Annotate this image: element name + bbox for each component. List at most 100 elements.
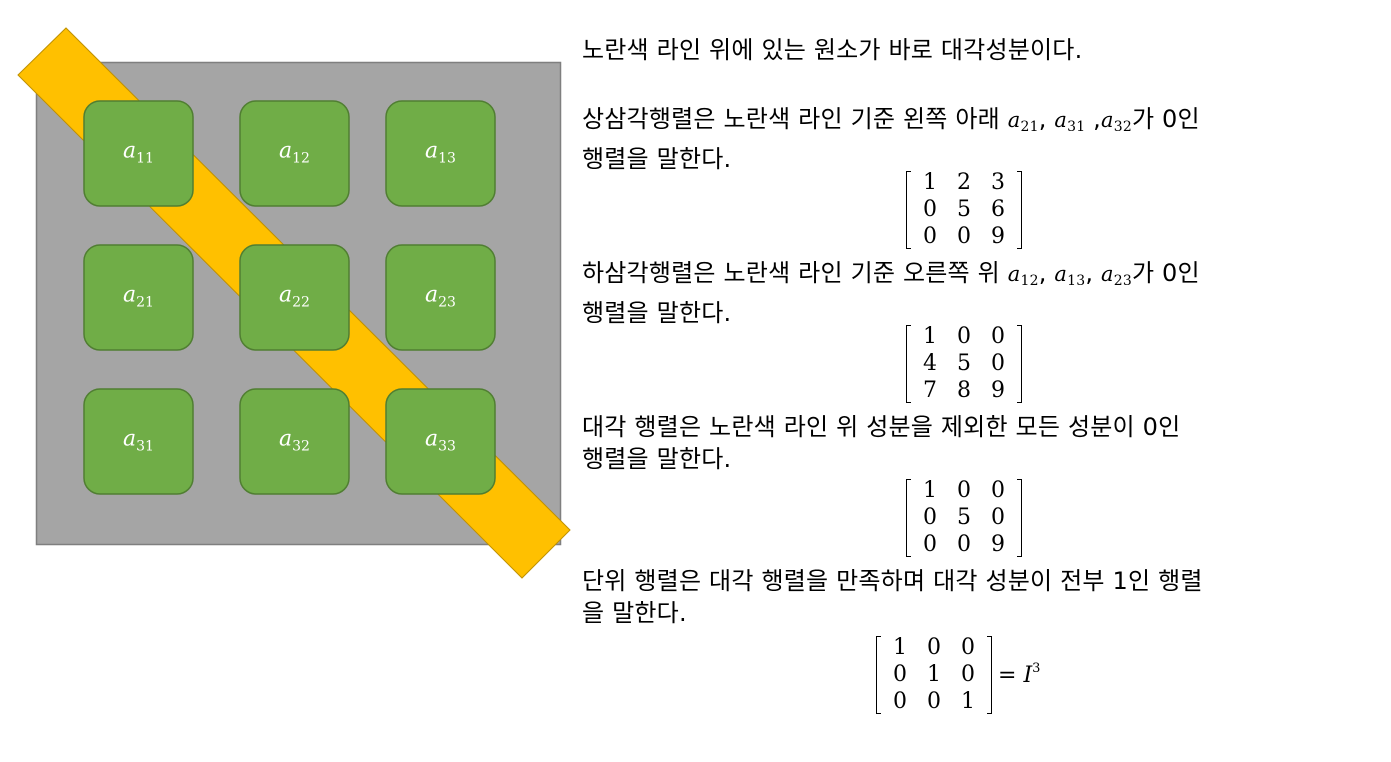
matrix-cell-33: a33 [385,388,496,495]
matrix-entry: 0 [923,224,937,249]
identity-equation: = I3 [998,661,1041,688]
matrix-entry: 0 [893,662,907,687]
upper-desc-start: 상삼각행렬은 노란색 라인 기준 왼쪽 아래 [582,105,1008,133]
matrix-entry: 0 [957,324,971,349]
matrix-entry: 0 [893,689,907,714]
matrix-entry: 7 [923,378,937,403]
cell-label: a11 [123,139,154,167]
cell-box [83,388,194,495]
matrix-entry: 1 [961,689,975,714]
matrix-entry: 4 [923,351,937,376]
lower-sep-1: , [1038,259,1055,287]
upper-elem-3: a32 [1100,108,1132,135]
lower-desc-line2: 행렬을 말한다. [582,299,732,327]
cell-box [83,244,194,351]
upper-desc-end: 가 0인 [1131,105,1200,133]
cell-box [239,388,350,495]
cell-label: a33 [425,427,456,455]
cell-label: a22 [279,283,310,311]
cell-box [83,100,194,207]
cell-label: a31 [123,427,154,455]
matrix-entry: 0 [927,689,941,714]
matrix-right-bracket [1017,324,1022,403]
matrix-entry: 9 [991,224,1005,249]
matrix-entry: 0 [957,478,971,503]
matrix-entry: 9 [991,532,1005,557]
matrix-entry: 3 [991,170,1005,195]
matrix-entry: 0 [927,635,941,660]
upper-triangular-text: 상삼각행렬은 노란색 라인 기준 왼쪽 아래 a21, a31 ,a32가 0인… [582,103,1372,175]
identity-desc-line2: 을 말한다. [582,599,687,627]
lower-triangular-text: 하삼각행렬은 노란색 라인 기준 오른쪽 위 a12, a13, a23가 0인… [582,257,1372,329]
cell-label: a21 [123,283,154,311]
matrix-cell-21: a21 [83,244,194,351]
cell-label: a12 [279,139,310,167]
matrix-cell-11: a11 [83,100,194,207]
intro-sentence: 노란색 라인 위에 있는 원소가 바로 대각성분이다. [582,36,1083,64]
cell-box [239,244,350,351]
lower-elem-1: a12 [1007,262,1039,289]
lower-desc-start: 하삼각행렬은 노란색 라인 기준 오른쪽 위 [582,259,1008,287]
cell-box [239,100,350,207]
matrix-entry: 0 [961,635,975,660]
identity-matrix-text: 단위 행렬은 대각 행렬을 만족하며 대각 성분이 전부 1인 행렬 을 말한다… [582,565,1372,629]
identity-desc-line1: 단위 행렬은 대각 행렬을 만족하며 대각 성분이 전부 1인 행렬 [582,567,1203,595]
diagonal-diagram: a11 a12 a13 a21 a22 a23 a31 a32 a33 [17,27,571,579]
matrix-entry: 9 [991,378,1005,403]
matrix-right-bracket [987,635,992,714]
matrix-entry: 0 [957,224,971,249]
cell-box [385,244,496,351]
lower-sep-2: , [1085,259,1101,287]
matrix-left-bracket [906,170,911,249]
matrix-entry: 0 [957,532,971,557]
matrix-cell-23: a23 [385,244,496,351]
cell-label: a32 [279,427,310,455]
matrix-entry: 6 [991,197,1005,222]
matrix-entry: 2 [957,170,971,195]
upper-desc-line2: 행렬을 말한다. [582,145,732,173]
matrix-left-bracket [876,635,881,714]
upper-sep-1: , [1038,105,1055,133]
lower-elem-3: a23 [1100,262,1132,289]
cell-box [385,388,496,495]
matrix-entry: 5 [957,505,971,530]
matrix-cell-31: a31 [83,388,194,495]
matrix-entry: 0 [923,532,937,557]
matrix-left-bracket [906,478,911,557]
diagonal-desc-line2: 행렬을 말한다. [582,445,732,473]
upper-sep-2: , [1085,105,1101,133]
matrix-cell-13: a13 [385,100,496,207]
matrix-entry: 0 [991,505,1005,530]
cell-box [385,100,496,207]
cell-label: a13 [425,139,456,167]
matrix-cell-22: a22 [239,244,350,351]
upper-elem-1: a21 [1007,108,1039,135]
matrix-entry: 5 [957,351,971,376]
lower-elem-2: a13 [1054,262,1086,289]
matrix-right-bracket [1017,170,1022,249]
diagonal-matrix-text: 대각 행렬은 노란색 라인 위 성분을 제외한 모든 성분이 0인 행렬을 말한… [582,411,1372,475]
matrix-entry: 8 [957,378,971,403]
matrix-entry: 0 [991,324,1005,349]
diagonal-desc-line1: 대각 행렬은 노란색 라인 위 성분을 제외한 모든 성분이 0인 [582,413,1181,441]
matrix-entry: 0 [923,505,937,530]
matrix-entry: 5 [957,197,971,222]
matrix-entry: 1 [923,324,937,349]
matrix-entry: 0 [923,197,937,222]
matrix-entry: 0 [961,662,975,687]
matrix-entry: 1 [923,478,937,503]
matrix-entry: 1 [923,170,937,195]
matrix-entry: 0 [991,351,1005,376]
cell-label: a23 [425,283,456,311]
matrix-entry: 1 [927,662,941,687]
matrix-cell-32: a32 [239,388,350,495]
intro-text: 노란색 라인 위에 있는 원소가 바로 대각성분이다. [582,34,1372,66]
upper-elem-2: a31 [1054,108,1086,135]
